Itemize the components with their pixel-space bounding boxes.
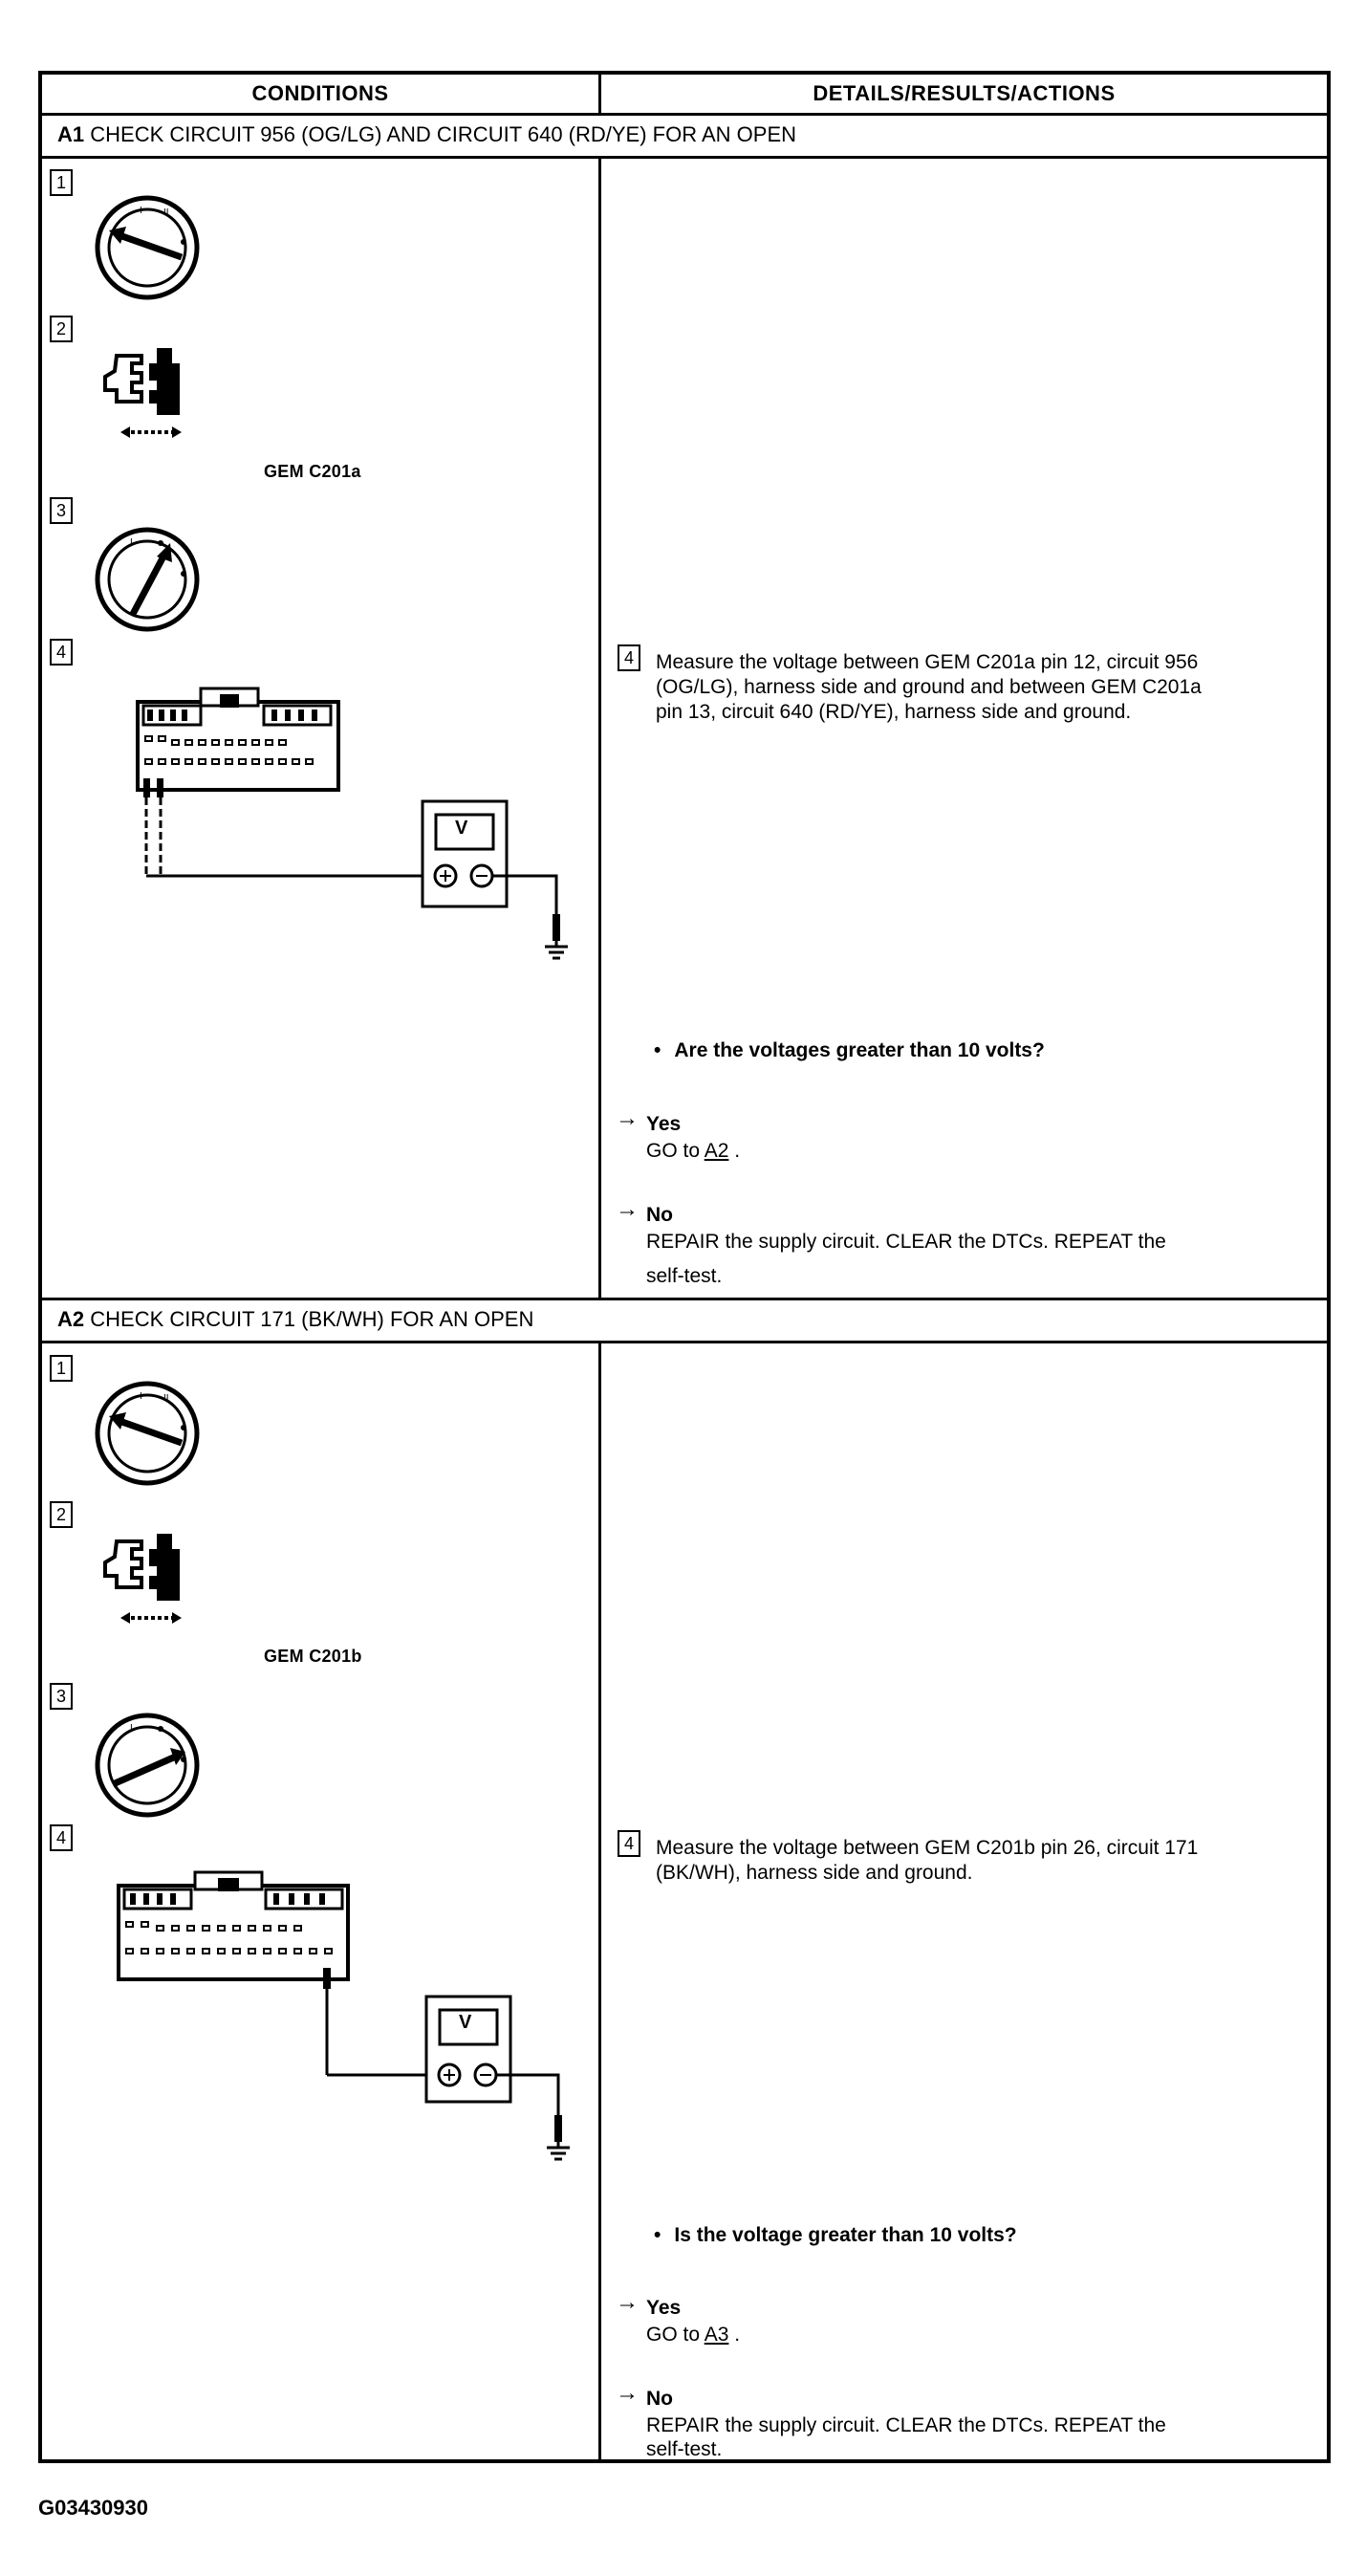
a2-no-block: → No REPAIR the supply circuit. CLEAR th… — [616, 2380, 1166, 2460]
ignition-off-icon: I II — [95, 1381, 200, 1486]
a2-voltmeter-circuit-diagram — [117, 1870, 570, 2161]
a2-title-divider — [38, 1341, 1331, 1343]
a2-instruction-line-2: (BK/WH), harness side and ground. — [656, 1862, 973, 1884]
a1-question-text: Are the voltages greater than 10 volts? — [674, 1039, 1045, 1061]
a1-yes-action: GO to A2 . — [646, 1140, 741, 1162]
header-divider — [38, 113, 1331, 116]
header-details: DETAILS/RESULTS/ACTIONS — [813, 81, 1116, 105]
a2-bullet: • — [654, 2224, 661, 2246]
header-conditions: CONDITIONS — [251, 81, 389, 105]
a2-no-action-2: self-test. — [646, 2438, 723, 2460]
a1-instruction-text: Measure the voltage between GEM C201a pi… — [656, 650, 1325, 725]
figure-id: G03430930 — [38, 2496, 148, 2520]
connector-disconnect-icon — [103, 348, 182, 438]
a1-no-arrow-icon: → — [616, 1196, 639, 1222]
a2-title-row-mask — [42, 1300, 1327, 1341]
a1-yes-prefix: GO to — [646, 1140, 701, 1162]
a1-no-block: → No REPAIR the supply circuit. CLEAR th… — [616, 1196, 1166, 1290]
a2-yes-action: GO to A3 . — [646, 2324, 741, 2346]
svg-text:I: I — [140, 1391, 142, 1402]
a1-step-4-box: 4 — [50, 639, 73, 666]
a2-no-arrow-icon: → — [616, 2380, 639, 2406]
a1-question: • Are the voltages greater than 10 volts? — [654, 1039, 1045, 1062]
a2-yes-block: → Yes GO to A3 . — [616, 2289, 741, 2348]
column-divider — [598, 71, 601, 2463]
a1-yes-arrow-icon: → — [616, 1105, 639, 1131]
a2-yes-label: Yes — [646, 2297, 682, 2319]
a1-instruction-line-3: pin 13, circuit 640 (RD/YE), harness sid… — [656, 701, 1132, 723]
a1-yes-link[interactable]: A2 — [704, 1140, 729, 1162]
a1-meter-label: V — [455, 818, 468, 839]
a2-yes-arrow-icon: → — [616, 2289, 639, 2315]
a2-step-1-box: 1 — [50, 1355, 73, 1382]
a1-section-id: A1 — [57, 122, 85, 146]
a1-instruction-line-1: Measure the voltage between GEM C201a pi… — [656, 651, 1199, 673]
a2-top-divider — [38, 1298, 1331, 1300]
a2-no-action-1: REPAIR the supply circuit. CLEAR the DTC… — [646, 2414, 1166, 2436]
a1-section-text: CHECK CIRCUIT 956 (OG/LG) AND CIRCUIT 64… — [90, 122, 797, 146]
a2-instruction-step-box: 4 — [618, 1830, 640, 1857]
a1-step-3-box: 3 — [50, 497, 73, 524]
a1-connector-caption: GEM C201a — [264, 462, 361, 481]
ignition-on-icon: I — [95, 527, 200, 632]
a1-title-row-mask — [42, 116, 1327, 156]
a2-section-title: A2 CHECK CIRCUIT 171 (BK/WH) FOR AN OPEN — [57, 1300, 533, 1339]
a1-section-title: A1 CHECK CIRCUIT 956 (OG/LG) AND CIRCUIT… — [57, 116, 796, 154]
a2-question: • Is the voltage greater than 10 volts? — [654, 2224, 1017, 2247]
a1-instruction-line-2: (OG/LG), harness side and ground and bet… — [656, 676, 1202, 698]
a1-yes-block: → Yes GO to A2 . — [616, 1105, 741, 1165]
a1-step-2-box: 2 — [50, 316, 73, 342]
a2-question-text: Is the voltage greater than 10 volts? — [674, 2224, 1017, 2246]
a1-no-action-1: REPAIR the supply circuit. CLEAR the DTC… — [646, 1231, 1166, 1253]
a1-voltmeter-circuit-diagram — [136, 687, 568, 960]
svg-text:I: I — [130, 537, 133, 548]
a1-no-action-2: self-test. — [646, 1265, 723, 1287]
svg-text:II: II — [163, 1393, 169, 1404]
a2-instruction-text: Measure the voltage between GEM C201b pi… — [656, 1836, 1325, 1886]
svg-text:I: I — [140, 206, 142, 216]
ignition-off-icon: I II — [95, 195, 200, 300]
a2-no-label: No — [646, 2388, 673, 2410]
a2-section-id: A2 — [57, 1307, 85, 1331]
a2-section-text: CHECK CIRCUIT 171 (BK/WH) FOR AN OPEN — [90, 1307, 534, 1331]
a1-instruction-step-box: 4 — [618, 644, 640, 671]
a2-step-4-box: 4 — [50, 1824, 73, 1851]
a1-title-divider — [38, 156, 1331, 159]
a1-step-1-box: 1 — [50, 169, 73, 196]
connector-disconnect-icon — [103, 1534, 182, 1624]
a2-yes-prefix: GO to — [646, 2324, 701, 2346]
a2-step-3-box: 3 — [50, 1683, 73, 1710]
table-frame — [38, 71, 1331, 2463]
a1-bullet: • — [654, 1039, 661, 1061]
a2-connector-caption: GEM C201b — [264, 1647, 362, 1666]
a1-yes-label: Yes — [646, 1113, 682, 1135]
a2-yes-link[interactable]: A3 — [704, 2324, 729, 2346]
a2-instruction-line-1: Measure the voltage between GEM C201b pi… — [656, 1837, 1199, 1859]
svg-text:I: I — [130, 1723, 133, 1734]
a2-meter-label: V — [459, 2012, 472, 2033]
ignition-on-icon: I — [95, 1713, 200, 1818]
a1-no-label: No — [646, 1204, 673, 1226]
a2-step-2-box: 2 — [50, 1501, 73, 1528]
svg-text:II: II — [163, 207, 169, 218]
